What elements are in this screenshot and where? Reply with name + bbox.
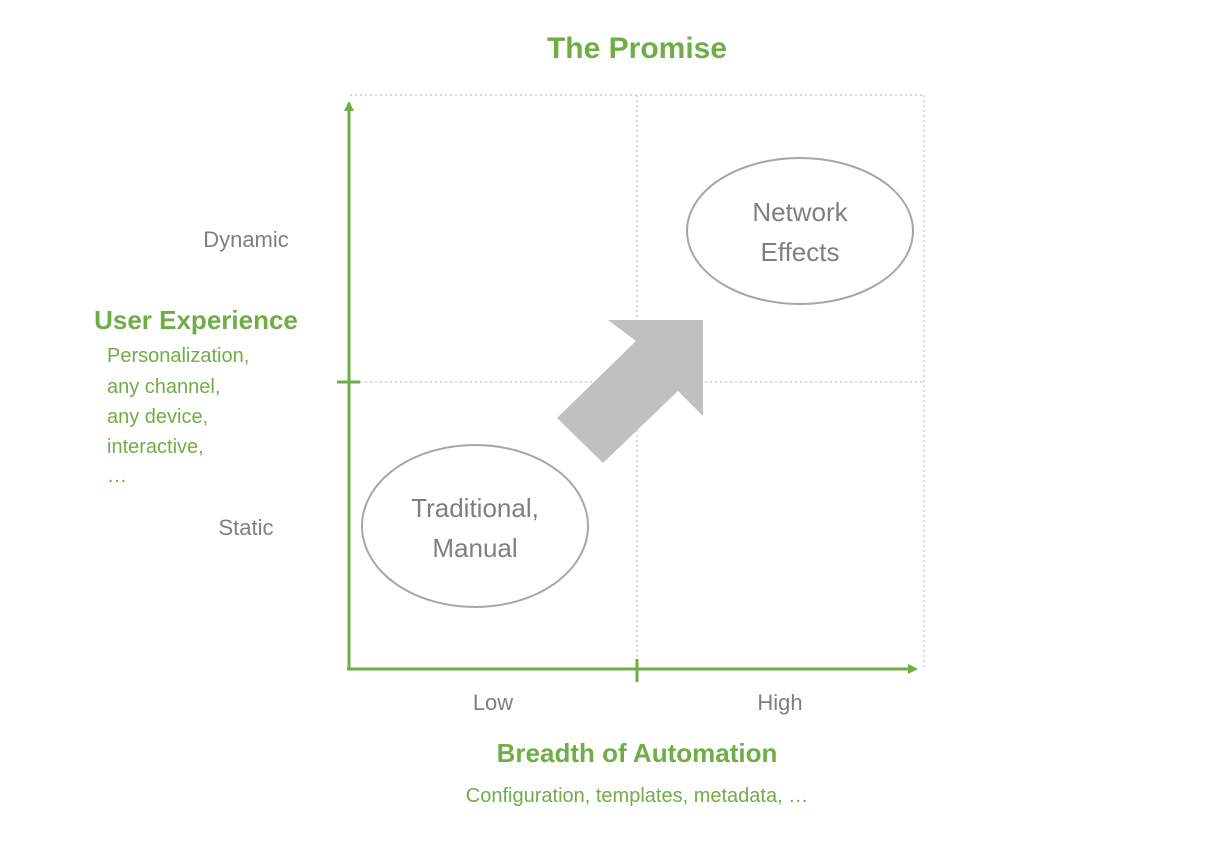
- axes: [337, 101, 918, 682]
- y-subtitle-line-4: interactive,: [107, 436, 204, 458]
- y-subtitle-line-5: …: [107, 465, 127, 487]
- network-label-line-2: Effects: [760, 237, 839, 267]
- y-subtitle-line-3: any device,: [107, 406, 208, 428]
- node-network-effects: Network Effects: [686, 157, 914, 305]
- diagram-title: The Promise: [547, 32, 727, 65]
- network-label-line-1: Network: [752, 197, 848, 227]
- x-level-high: High: [757, 690, 802, 715]
- x-axis-subtitle: Configuration, templates, metadata, …: [466, 785, 808, 807]
- x-axis-title: Breadth of Automation: [497, 738, 778, 768]
- y-subtitle-line-2: any channel,: [107, 376, 220, 398]
- y-axis-subtitle: Personalization, any channel, any device…: [107, 345, 249, 487]
- x-level-low: Low: [473, 690, 513, 715]
- y-subtitle-line-1: Personalization,: [107, 345, 249, 367]
- diagonal-up-right-arrow-icon: [557, 320, 703, 463]
- y-level-dynamic: Dynamic: [203, 227, 289, 252]
- traditional-label-line-1: Traditional,: [411, 493, 539, 523]
- traditional-label-line-2: Manual: [432, 533, 517, 563]
- network-ellipse: [686, 157, 914, 305]
- node-traditional-manual: Traditional, Manual: [361, 444, 589, 608]
- y-axis-title: User Experience: [94, 305, 298, 335]
- traditional-ellipse: [361, 444, 589, 608]
- y-level-static: Static: [218, 515, 273, 540]
